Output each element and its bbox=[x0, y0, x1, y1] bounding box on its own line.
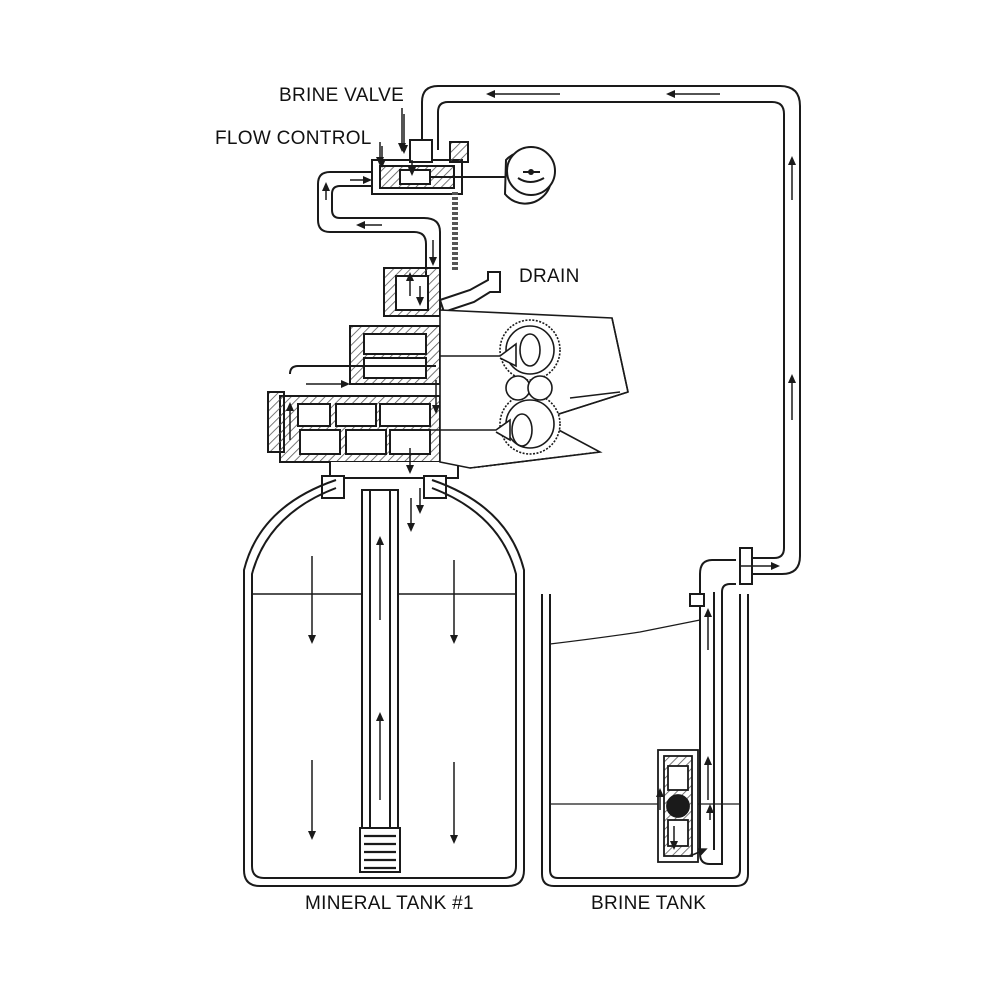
brine-line-pipe bbox=[421, 85, 801, 865]
drain-label: DRAIN bbox=[519, 266, 580, 287]
flow-control-label: FLOW CONTROL bbox=[215, 128, 372, 149]
control-valve-arrows bbox=[286, 272, 440, 514]
mineral-tank-label: MINERAL TANK #1 bbox=[305, 893, 474, 914]
brine-valve-label: BRINE VALVE bbox=[279, 85, 405, 106]
mineral-tank-arrows bbox=[308, 498, 458, 844]
mineral-tank bbox=[243, 479, 525, 887]
timer-housing bbox=[430, 309, 629, 469]
flow-control-loop-pipe bbox=[317, 171, 458, 276]
brine-float-valve bbox=[657, 749, 699, 863]
control-valve-body bbox=[267, 267, 501, 499]
brine-line-arrows bbox=[486, 90, 796, 800]
brine-float-arrows bbox=[656, 788, 714, 857]
label-leaders bbox=[376, 108, 406, 166]
brine-tank-label: BRINE TANK bbox=[591, 893, 707, 914]
brine-tank bbox=[541, 594, 749, 887]
brine-valve-assembly bbox=[371, 139, 556, 205]
